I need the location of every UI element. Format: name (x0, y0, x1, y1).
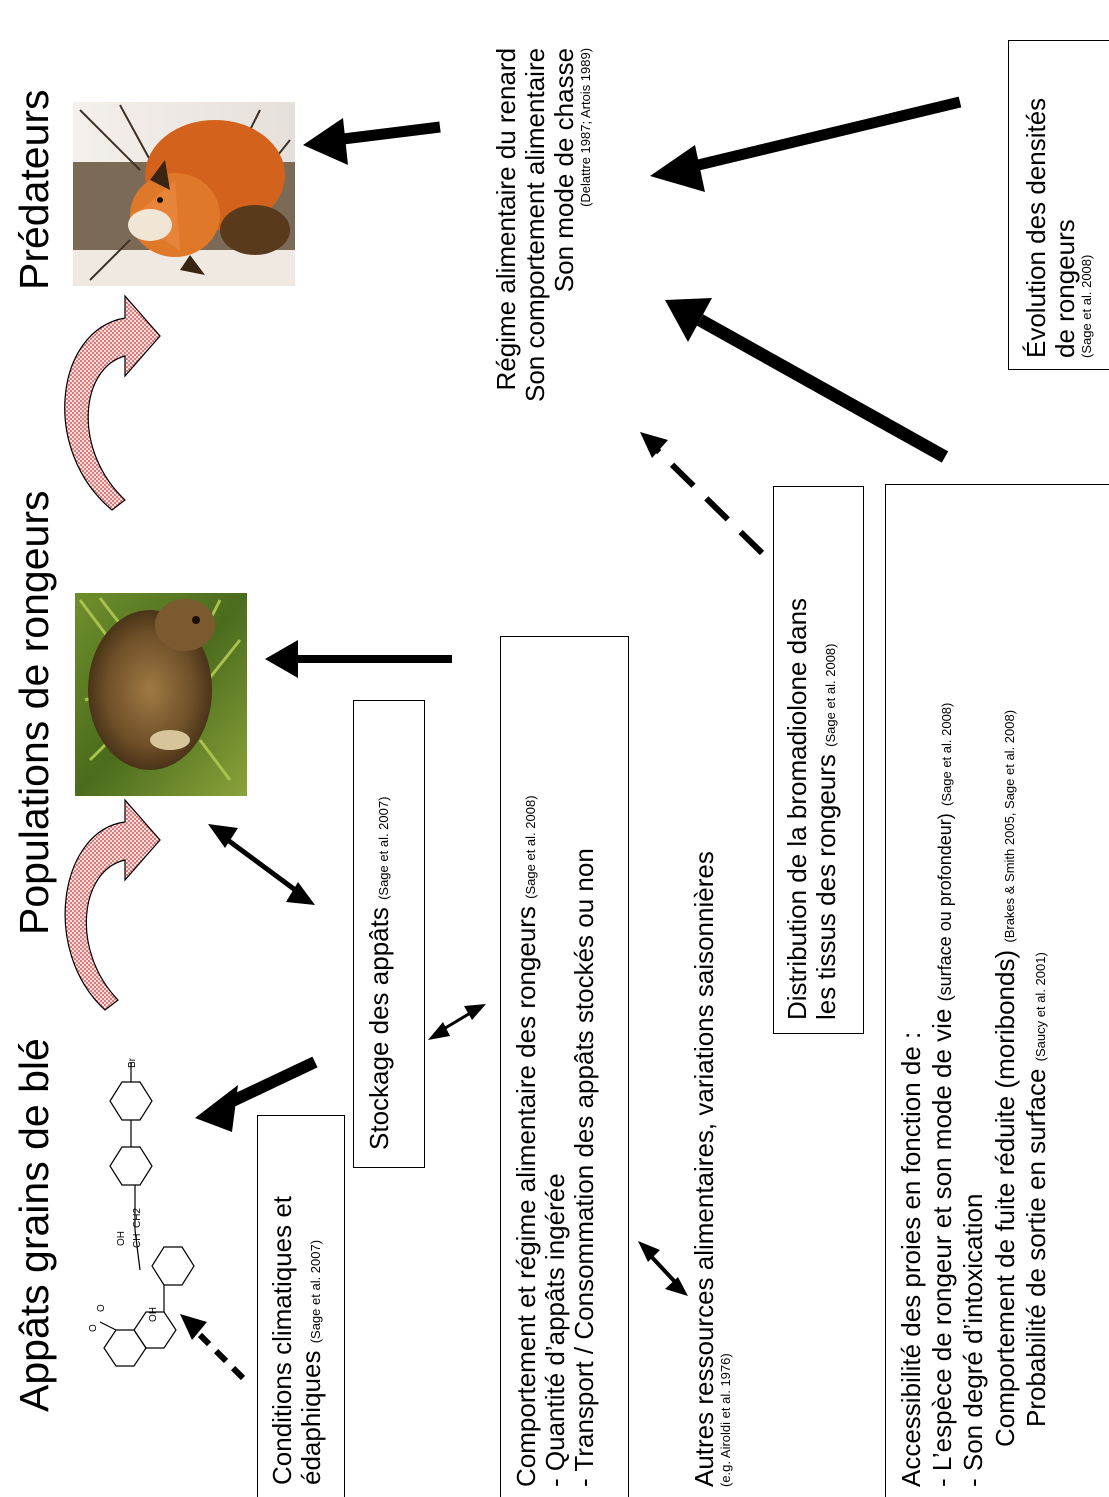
rodent-density-text: Évolution des densités de rongeurs (Sage… (1021, 97, 1095, 358)
baits-title: Appâts grains de blé (11, 1038, 57, 1412)
other-resources-text: Autres ressources alimentaires, variatio… (689, 851, 734, 1487)
distribution-box (773, 486, 864, 1034)
curved-arrow-baits-to-rodents (64, 798, 161, 1011)
dashed-arrows (180, 432, 765, 1381)
rodent-photo (75, 593, 247, 796)
behaviour-text: Comportement et régime alimentaire des r… (511, 795, 600, 1487)
curved-arrow-rodents-to-predators (64, 294, 161, 511)
svg-text:OH: OH (148, 1307, 159, 1322)
storage-text: Stockage des appâts (Sage et al. 2007) (364, 796, 394, 1150)
svg-text:CH: CH (132, 1234, 143, 1248)
distribution-text: Distribution de la bromadiolone dans les… (782, 597, 842, 1020)
accessibility-text: Accessibilité des proies en fonction de … (896, 702, 1051, 1487)
accessibility-box (885, 484, 1109, 1497)
behaviour-box (500, 636, 629, 1497)
rodents-title: Populations de rongeurs (11, 490, 57, 935)
fox-diet-text: Régime alimentaire du renard Son comport… (491, 47, 594, 402)
double-arrows (208, 824, 688, 1296)
svg-text:OH: OH (116, 1231, 127, 1246)
fox-photo (73, 102, 295, 286)
climate-box (257, 1115, 345, 1497)
bromadiolone-molecule (99, 1062, 195, 1367)
solid-arrows (195, 96, 962, 1132)
climate-text: Conditions climatiques et édaphiques (Sa… (267, 1195, 327, 1485)
svg-text:O: O (96, 1304, 107, 1312)
svg-text:Br: Br (127, 1057, 138, 1068)
predators-title: Prédateurs (11, 89, 57, 290)
svg-text:O: O (88, 1324, 99, 1332)
storage-box (353, 700, 425, 1168)
svg-text:CH2: CH2 (132, 1208, 143, 1228)
molecule-labels: O O OH OH CH CH2 Br (88, 1057, 159, 1332)
rodent-density-box (1008, 40, 1109, 370)
